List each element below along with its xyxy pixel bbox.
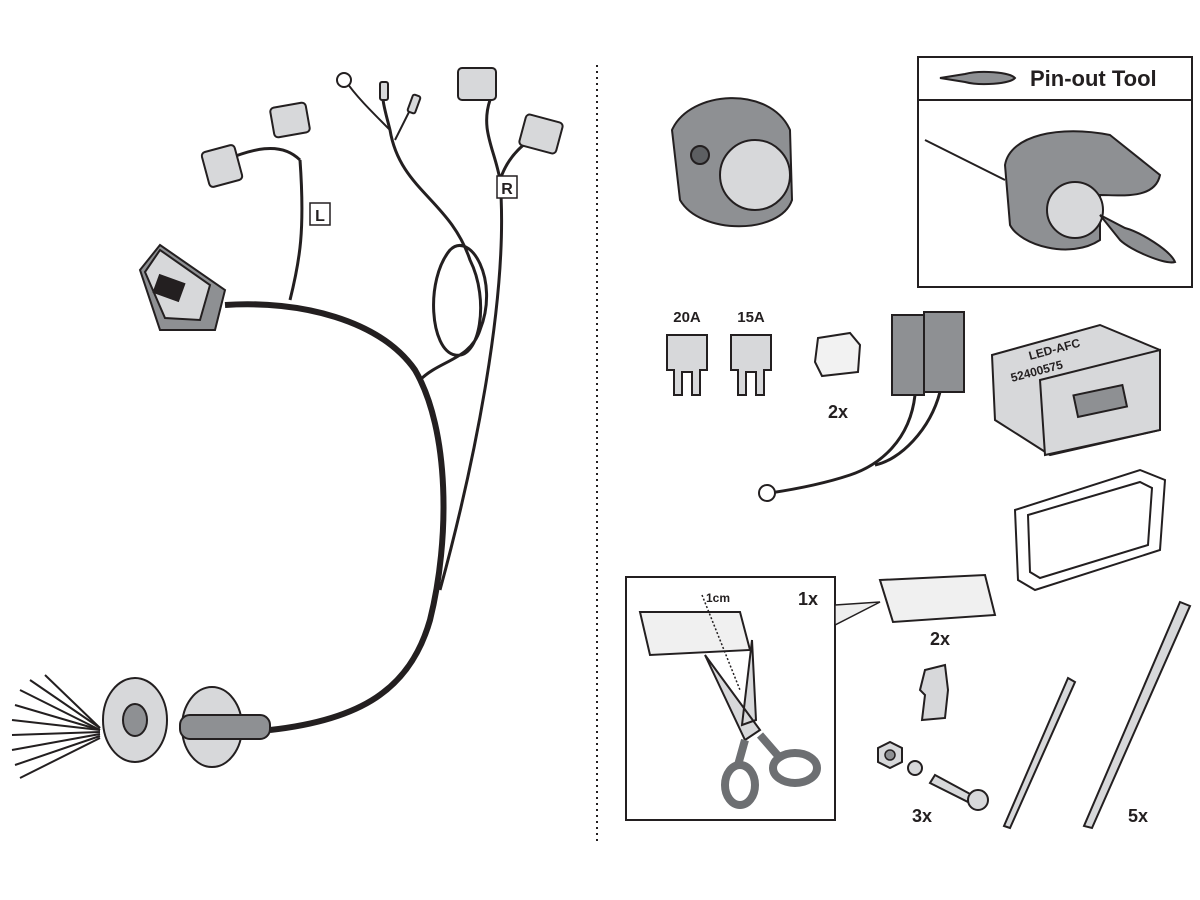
tape-instruction-quantity: 1x (798, 589, 818, 609)
pinout-tool-title: Pin-out Tool (1030, 66, 1157, 91)
wiring-harness: L R (11, 67, 564, 779)
module-mounting-frame (1013, 468, 1167, 592)
wire-tag-right: R (501, 181, 513, 198)
fuse-15a-label: 15A (737, 309, 765, 326)
fuse-cap-quantity: 2x (828, 402, 848, 422)
plug-left-2 (200, 144, 244, 188)
plug-right-1 (457, 67, 497, 101)
scissors-icon (704, 639, 762, 742)
cut-mark-label: 1cm (706, 591, 730, 605)
plug-left-1 (269, 101, 311, 139)
cable-tie-quantity: 5x (1128, 806, 1148, 826)
fuses: 20A 15A (666, 309, 772, 396)
fuse-20a-label: 20A (673, 309, 701, 326)
plug-right-2 (518, 113, 564, 155)
cable-ties: 5x (1002, 600, 1192, 830)
wire-tag-left: L (315, 208, 325, 225)
tape-quantity: 2x (930, 629, 950, 649)
fuse-holder (758, 311, 965, 502)
adhesive-tape: 2x (878, 573, 997, 649)
socket-seal-plates (102, 677, 271, 768)
mounting-bracket (918, 663, 950, 722)
fuse-cap: 2x (813, 331, 862, 422)
trailer-socket (670, 97, 794, 228)
pinout-tool-panel: Pin-out Tool (917, 56, 1193, 288)
ring-terminal (336, 72, 352, 88)
pinout-tool-icon (939, 70, 1017, 86)
screw-set-quantity: 3x (912, 806, 932, 826)
fanned-wire-ends (11, 674, 101, 779)
control-module: LED-AFC 52400575 (990, 323, 1161, 457)
screw-set: 3x (877, 740, 989, 826)
tape-cut-instruction: 1x 1cm (625, 576, 881, 821)
connector-box (138, 243, 227, 331)
